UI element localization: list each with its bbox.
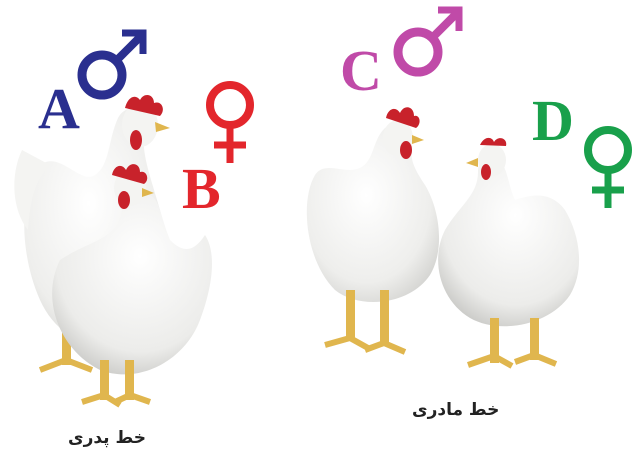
caption-paternal-line: خط پدری: [68, 428, 146, 448]
female-symbol-icon: [200, 75, 260, 165]
male-symbol-icon: [72, 25, 152, 105]
hen-d: [438, 138, 579, 366]
male-symbol-icon: [388, 2, 468, 82]
label-d: D: [532, 92, 574, 150]
female-symbol-icon: [578, 120, 638, 210]
label-b: B: [182, 160, 221, 218]
label-c: C: [340, 42, 382, 100]
caption-maternal-line: خط مادری: [412, 400, 499, 420]
rooster-c: [307, 107, 439, 352]
